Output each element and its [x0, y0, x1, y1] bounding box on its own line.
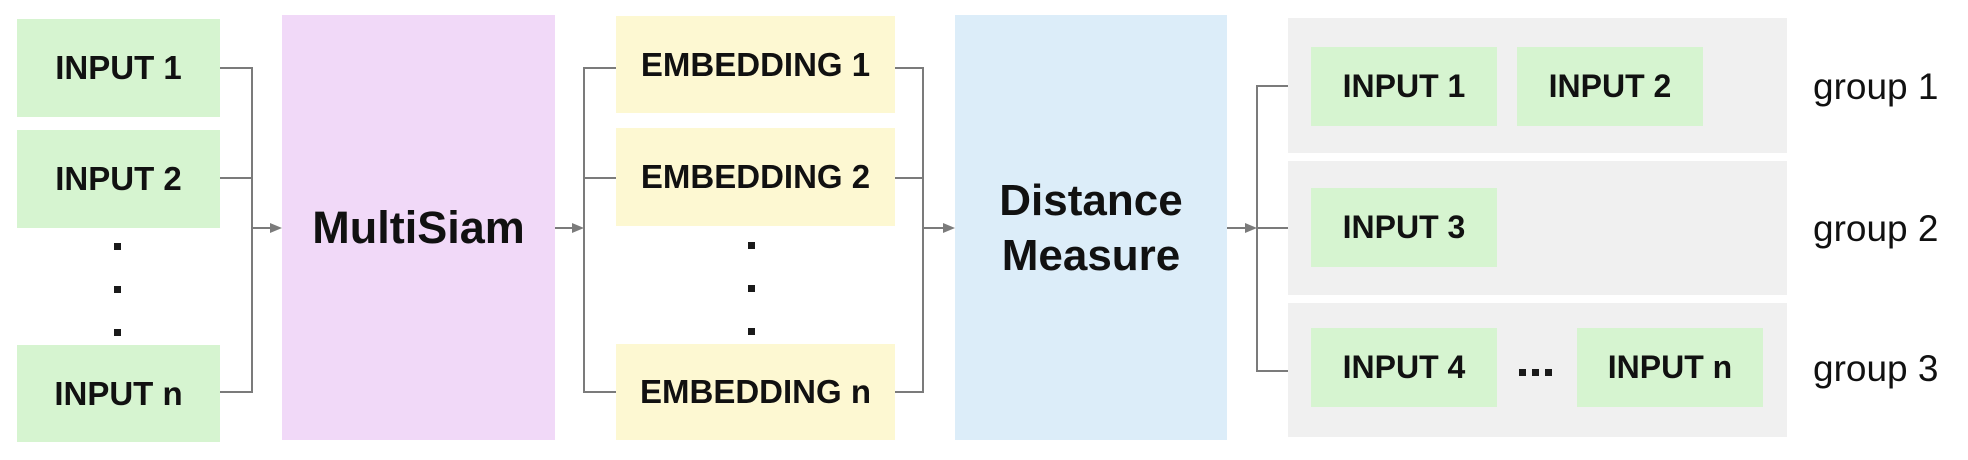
- group-label-1: group 1: [1813, 66, 1939, 107]
- group-label-3: group 3: [1813, 348, 1939, 389]
- group1-input-box-2: INPUT 2: [1517, 47, 1703, 126]
- input-box-1: INPUT 1: [17, 19, 220, 117]
- groups-fanout-bracket: [1256, 85, 1288, 372]
- input-box-n: INPUT n: [17, 345, 220, 442]
- embedding-box-1: EMBEDDING 1: [616, 16, 895, 113]
- input-box-2: INPUT 2: [17, 130, 220, 228]
- ellipsis-dot: [1545, 369, 1552, 376]
- embeddings-vertical-ellipsis: [748, 242, 755, 335]
- ellipsis-dot: [114, 286, 121, 293]
- embedding-box-n: EMBEDDING n: [616, 344, 895, 440]
- ellipsis-dot: [1532, 369, 1539, 376]
- group3-input-label-n: INPUT n: [1607, 349, 1733, 385]
- distance-measure-box: Distance Measure: [955, 15, 1227, 440]
- inputs-vertical-ellipsis: [114, 243, 121, 336]
- ellipsis-dot: [748, 328, 755, 335]
- distance-label-line-1: Distance: [999, 175, 1183, 225]
- model-label: MultiSiam: [312, 201, 525, 253]
- group3-horizontal-ellipsis: [1519, 369, 1552, 376]
- ellipsis-dot: [114, 243, 121, 250]
- input-label-1: INPUT 1: [55, 49, 182, 86]
- embeddings-fanout-bracket: [583, 67, 616, 393]
- ellipsis-dot: [748, 242, 755, 249]
- group3-input-box-n: INPUT n: [1577, 328, 1763, 407]
- group3-input-label-4: INPUT 4: [1342, 349, 1466, 385]
- group2-input-box-3: INPUT 3: [1311, 188, 1497, 267]
- group-label-2: group 2: [1813, 208, 1939, 249]
- embeddings-merge-bracket: [895, 67, 924, 393]
- ellipsis-dot: [1519, 369, 1526, 376]
- group1-input-label-1: INPUT 1: [1342, 68, 1466, 104]
- input-label-2: INPUT 2: [55, 160, 182, 197]
- group2-input-label-3: INPUT 3: [1342, 209, 1466, 245]
- embedding-box-2: EMBEDDING 2: [616, 128, 895, 226]
- distance-label-line-2: Measure: [1001, 230, 1181, 280]
- ellipsis-dot: [748, 285, 755, 292]
- group3-input-box-4: INPUT 4: [1311, 328, 1497, 407]
- model-box: MultiSiam: [282, 15, 555, 440]
- group1-input-box-1: INPUT 1: [1311, 47, 1497, 126]
- inputs-merge-bracket: [220, 67, 253, 393]
- ellipsis-dot: [114, 329, 121, 336]
- embedding-label-1: EMBEDDING 1: [640, 45, 871, 83]
- input-label-n: INPUT n: [54, 374, 183, 412]
- group1-input-label-2: INPUT 2: [1548, 68, 1672, 104]
- embedding-label-n: EMBEDDING n: [640, 373, 871, 410]
- embedding-label-2: EMBEDDING 2: [640, 158, 871, 195]
